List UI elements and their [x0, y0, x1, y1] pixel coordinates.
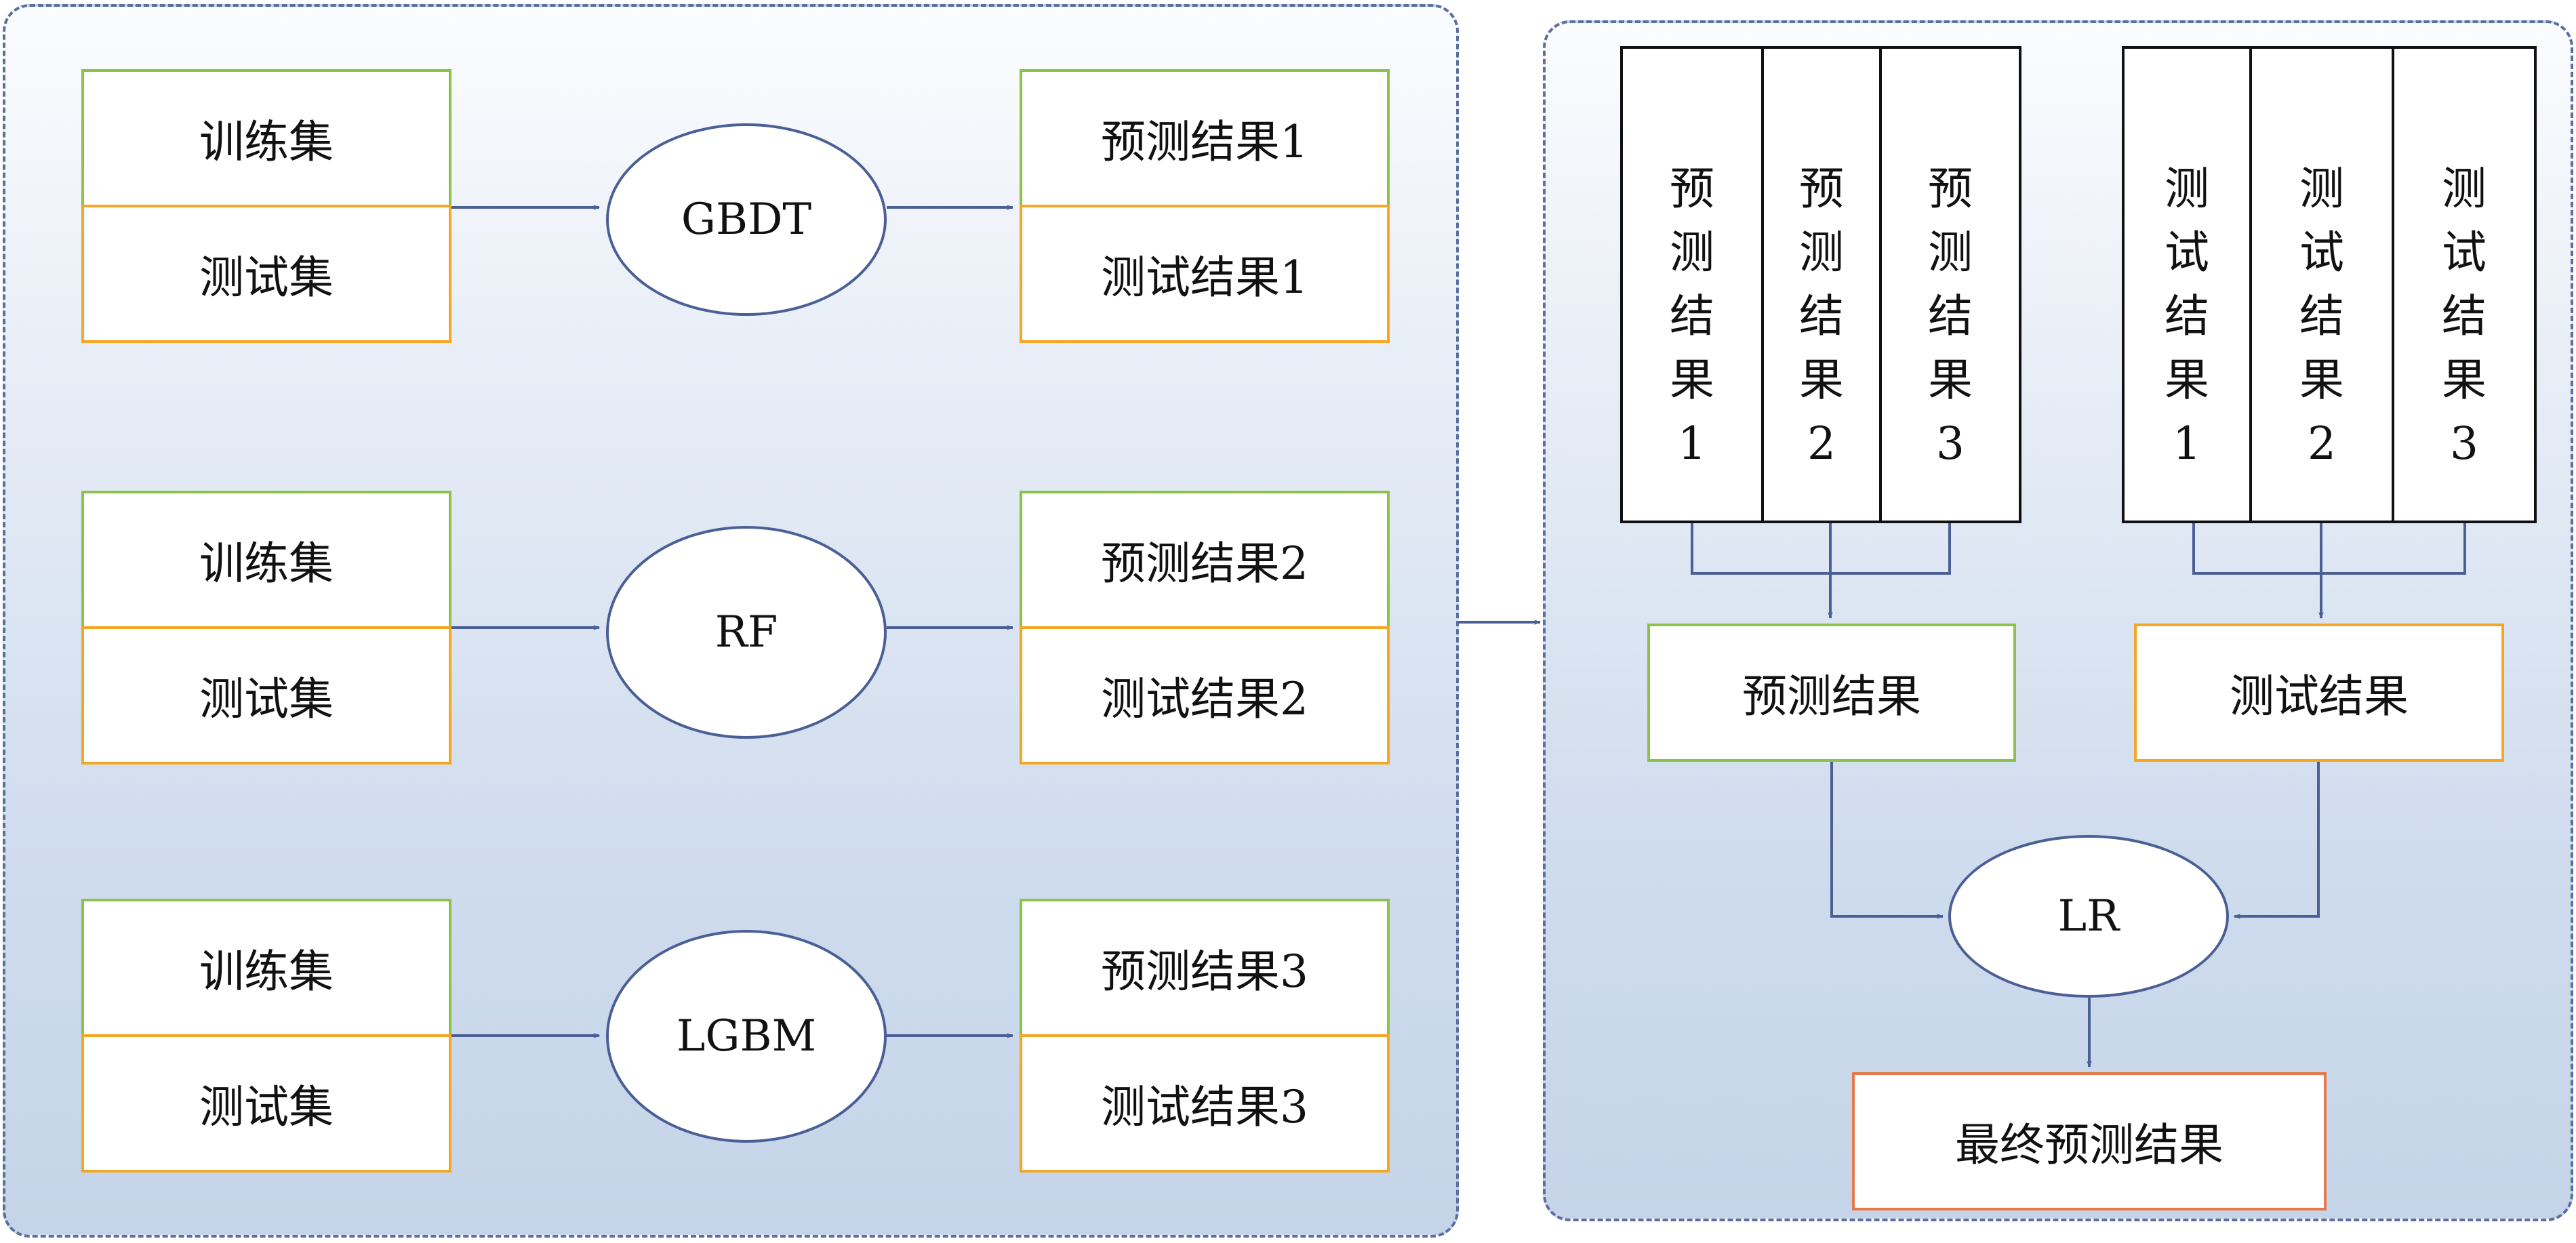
test-column-3-char: 试: [2442, 226, 2487, 279]
pred-result-2: 预测结果2: [1020, 491, 1390, 629]
pred-column-1-char: 测: [1670, 226, 1714, 279]
model-gbdt: GBDT: [606, 123, 887, 316]
train-set-3: 训练集: [81, 899, 451, 1037]
test-column-2-char: 测: [2299, 163, 2344, 215]
train-set-2: 训练集: [81, 491, 451, 629]
test-set-2: 测试集: [81, 626, 451, 765]
arrow-merged-pred-to-lr: [1830, 762, 1944, 919]
test-columns-bracket: [2192, 523, 2466, 575]
test-result-2: 测试结果2: [1020, 626, 1390, 765]
pred-column-1-char: 预: [1670, 163, 1714, 215]
pred-column-3: 预 测 结 果 3: [1879, 46, 2021, 523]
pred-column-2-char: 结: [1799, 290, 1844, 342]
pred-result-3: 预测结果3: [1020, 899, 1390, 1037]
test-column-1-char: 1: [2173, 417, 2201, 470]
test-column-3-char: 3: [2450, 417, 2478, 470]
pred-column-1-char: 果: [1670, 354, 1714, 406]
pred-column-1-char: 1: [1678, 417, 1706, 470]
pred-column-2-char: 2: [1807, 417, 1836, 470]
pred-column-2-char: 测: [1799, 226, 1844, 279]
test-column-3-char: 果: [2442, 354, 2487, 406]
test-column-2-char: 试: [2299, 226, 2344, 279]
pred-result-1: 预测结果1: [1020, 69, 1390, 207]
test-column-3-char: 测: [2442, 163, 2487, 215]
test-column-3: 测 试 结 果 3: [2392, 46, 2537, 523]
model-lgbm: LGBM: [606, 930, 887, 1143]
test-set-3: 测试集: [81, 1034, 451, 1173]
data-split-2: 训练集 测试集: [81, 491, 451, 765]
test-column-1-char: 试: [2165, 226, 2209, 279]
merged-pred-box: 预测结果: [1647, 624, 2016, 762]
merged-test-box: 测试结果: [2134, 624, 2504, 762]
result-pair-1: 预测结果1 测试结果1: [1020, 69, 1390, 343]
pred-column-1: 预 测 结 果 1: [1620, 46, 1764, 523]
result-pair-3: 预测结果3 测试结果3: [1020, 899, 1390, 1173]
test-column-2-char: 结: [2299, 290, 2344, 342]
test-result-3: 测试结果3: [1020, 1034, 1390, 1173]
pred-column-2-char: 预: [1799, 163, 1844, 215]
pred-column-3-char: 结: [1928, 290, 1973, 342]
pred-columns-bracket: [1691, 523, 1951, 575]
final-result-box: 最终预测结果: [1852, 1072, 2327, 1210]
pred-column-2: 预 测 结 果 2: [1761, 46, 1882, 523]
pred-column-2-char: 果: [1799, 354, 1844, 406]
pred-column-3-char: 3: [1936, 417, 1965, 470]
data-split-1: 训练集 测试集: [81, 69, 451, 343]
pred-column-3-char: 测: [1928, 226, 1973, 279]
test-result-1: 测试结果1: [1020, 205, 1390, 343]
arrow-merged-test-to-lr: [2234, 762, 2320, 919]
model-lr: LR: [1948, 835, 2229, 998]
model-rf: RF: [606, 526, 887, 739]
pred-column-1-char: 结: [1670, 290, 1714, 342]
test-column-3-char: 结: [2442, 290, 2487, 342]
test-column-1-char: 测: [2165, 163, 2209, 215]
pred-column-3-char: 预: [1928, 163, 1973, 215]
test-column-2-char: 果: [2299, 354, 2344, 406]
data-split-3: 训练集 测试集: [81, 899, 451, 1173]
test-set-1: 测试集: [81, 205, 451, 343]
pred-column-3-char: 果: [1928, 354, 1973, 406]
test-column-2-char: 2: [2308, 417, 2336, 470]
test-column-1-char: 结: [2165, 290, 2209, 342]
result-pair-2: 预测结果2 测试结果2: [1020, 491, 1390, 765]
test-column-1-char: 果: [2165, 354, 2209, 406]
